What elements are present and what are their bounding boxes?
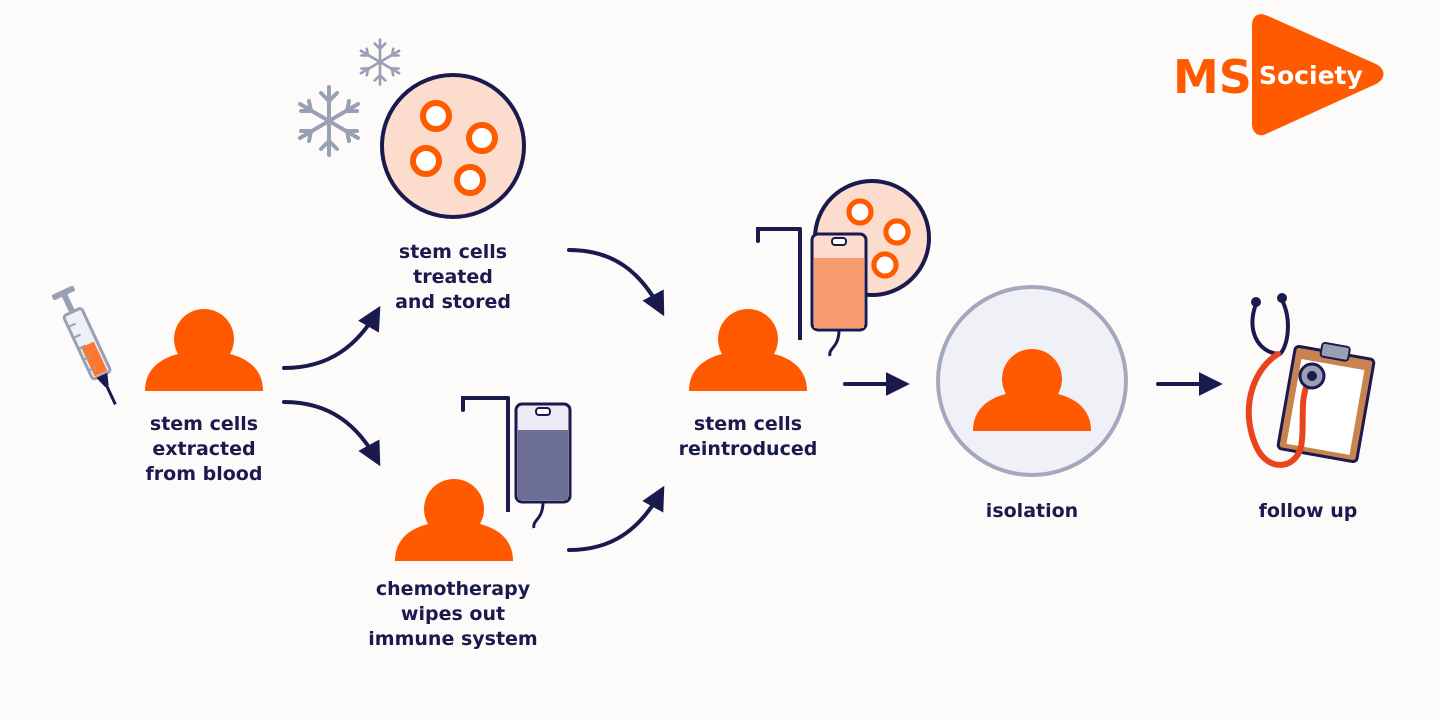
snowflake-icon-small [359, 38, 401, 86]
step-label-isolation: isolation [986, 499, 1078, 524]
step-label-chemo: chemotherapy wipes out immune system [368, 577, 537, 652]
label-line: wipes out [400, 603, 506, 625]
step-label-treat: stem cells treated and stored [395, 240, 511, 315]
label-line: immune system [368, 628, 538, 650]
arrow-extract-to-chemo [282, 400, 381, 467]
flow-arrows [282, 248, 1223, 552]
clipboard-icon [1276, 341, 1376, 464]
label-line: stem cells [693, 413, 803, 435]
iv-drip-icon-reintroduced [756, 227, 868, 357]
syringe-icon [51, 285, 117, 406]
label-line: treated [413, 266, 493, 288]
step-label-reintroduce: stem cells reintroduced [679, 412, 818, 462]
arrow-chemo-to-reintroduced [567, 485, 665, 552]
iv-drip-icon-chemo [461, 396, 572, 529]
logo-ms-text: MS [1173, 50, 1252, 104]
label-line: extracted [152, 438, 256, 460]
step-label-followup: follow up [1259, 499, 1358, 524]
label-line: stem cells [149, 413, 259, 435]
snowflake-icon-large [298, 85, 360, 157]
label-line: stem cells [398, 241, 508, 263]
petri-dish-icon-stored [380, 73, 526, 219]
logo-society-text: Society [1259, 61, 1363, 90]
label-line: follow up [1258, 500, 1358, 522]
person-icon-reintroduced [689, 309, 807, 391]
step-label-extract: stem cells extracted from blood [146, 412, 263, 487]
label-line: from blood [145, 463, 263, 485]
person-icon-chemo [395, 479, 513, 561]
ms-society-logo: MS Society [1173, 14, 1384, 136]
arrow-extract-to-stored [282, 305, 381, 370]
label-line: isolation [985, 500, 1079, 522]
label-line: chemotherapy [375, 578, 531, 600]
arrow-stored-to-reintroduced [567, 248, 665, 317]
label-line: and stored [395, 291, 511, 313]
stethoscope-icon [1245, 293, 1326, 468]
label-line: reintroduced [678, 438, 818, 460]
person-icon-extract [145, 309, 263, 391]
